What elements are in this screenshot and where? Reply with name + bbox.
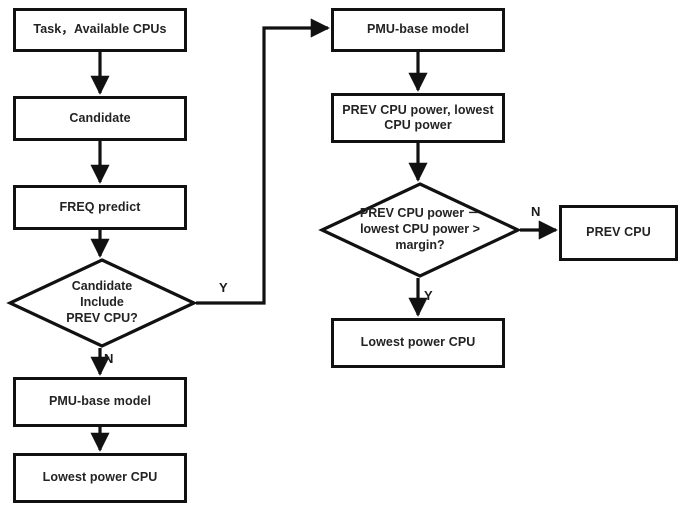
- node-label: Lowest power CPU: [360, 335, 476, 350]
- node-lowest-power-cpu-right[interactable]: Lowest power CPU: [331, 318, 505, 368]
- node-candidate-include-prev-cpu[interactable]: Candidate Include PREV CPU?: [6, 258, 198, 348]
- node-prev-cpu[interactable]: PREV CPU: [559, 205, 678, 261]
- node-prev-lowest-cpu-power[interactable]: PREV CPU power, lowest CPU power: [331, 93, 505, 143]
- node-candidate[interactable]: Candidate: [13, 96, 187, 141]
- decision-diamond-shape: [318, 182, 522, 278]
- edge-decision-yes-to-pmu-right: [196, 18, 330, 305]
- node-label: PREV CPU: [586, 225, 651, 240]
- edge-label-yes-power-margin: Y: [424, 288, 433, 303]
- node-label: Candidate: [69, 110, 131, 125]
- edge-label-yes-candidate-include: Y: [219, 280, 228, 295]
- node-freq-predict[interactable]: FREQ predict: [13, 185, 187, 230]
- node-label: FREQ predict: [59, 199, 141, 214]
- node-label: Task，Available CPUs: [33, 22, 167, 37]
- node-label: Lowest power CPU: [42, 470, 158, 485]
- node-pmu-base-model-right[interactable]: PMU-base model: [331, 8, 505, 52]
- decision-diamond-shape: [6, 258, 198, 348]
- node-lowest-power-cpu-left[interactable]: Lowest power CPU: [13, 453, 187, 503]
- node-task-available-cpus[interactable]: Task，Available CPUs: [13, 8, 187, 52]
- edge-label-no-candidate-include: N: [104, 351, 114, 366]
- edge-label-no-power-margin: N: [531, 204, 541, 219]
- node-label: PREV CPU power, lowest CPU power: [342, 102, 494, 132]
- node-pmu-base-model-left[interactable]: PMU-base model: [13, 377, 187, 427]
- node-power-margin-check[interactable]: PREV CPU power － lowest CPU power > marg…: [318, 182, 522, 278]
- node-label: PMU-base model: [48, 394, 152, 409]
- node-label: PMU-base model: [366, 22, 470, 37]
